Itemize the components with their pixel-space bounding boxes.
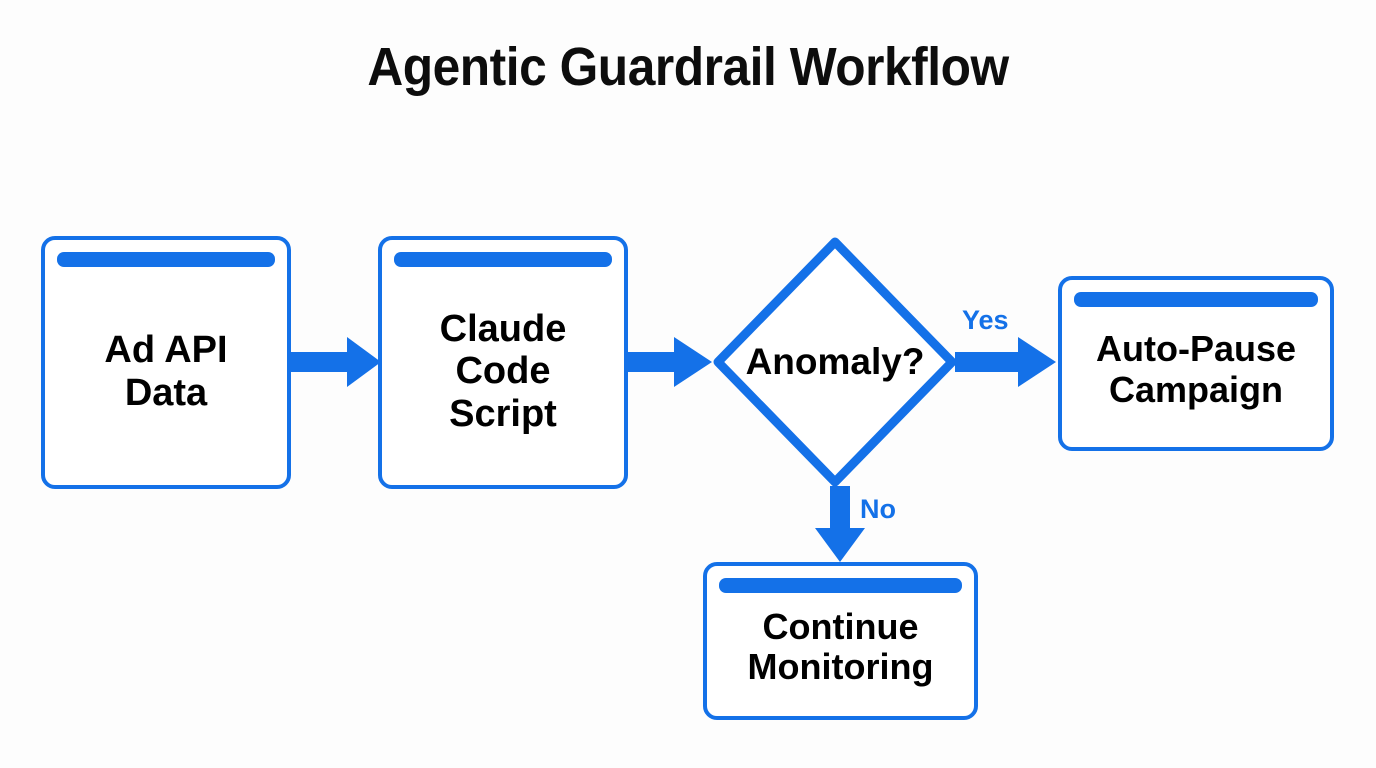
edge-label-yes: Yes — [962, 305, 1009, 335]
node-continue-monitoring[interactable]: Continue Monitoring — [703, 562, 978, 720]
node-auto-pause-campaign[interactable]: Auto-Pause Campaign — [1058, 276, 1334, 451]
node-ad-api-data[interactable]: Ad API Data — [41, 236, 291, 489]
node-header-bar — [1074, 292, 1318, 307]
page-title: Agentic Guardrail Workflow — [367, 37, 1009, 97]
node-anomaly-decision[interactable]: Anomaly? — [712, 236, 958, 488]
arrow-anomaly-no-to-continue — [815, 486, 865, 562]
node-claude-code-script[interactable]: Claude Code Script — [378, 236, 628, 489]
arrow-ad-api-to-claude — [291, 337, 381, 387]
node-header-bar — [57, 252, 275, 267]
node-header-bar — [719, 578, 962, 593]
diamond-shape — [713, 237, 957, 487]
node-label-auto-pause-campaign: Auto-Pause Campaign — [1095, 328, 1297, 410]
node-label-continue-monitoring: Continue Monitoring — [747, 605, 934, 687]
node-label-claude-code-script: Claude Code Script — [439, 307, 567, 435]
arrow-claude-to-anomaly — [628, 337, 712, 387]
node-label-ad-api-data: Ad API Data — [104, 328, 228, 414]
node-header-bar — [394, 252, 612, 267]
node-label-anomaly-decision: Anomaly? — [745, 341, 925, 382]
arrow-anomaly-yes-to-auto-pause — [955, 337, 1056, 387]
edge-label-no: No — [860, 494, 896, 524]
